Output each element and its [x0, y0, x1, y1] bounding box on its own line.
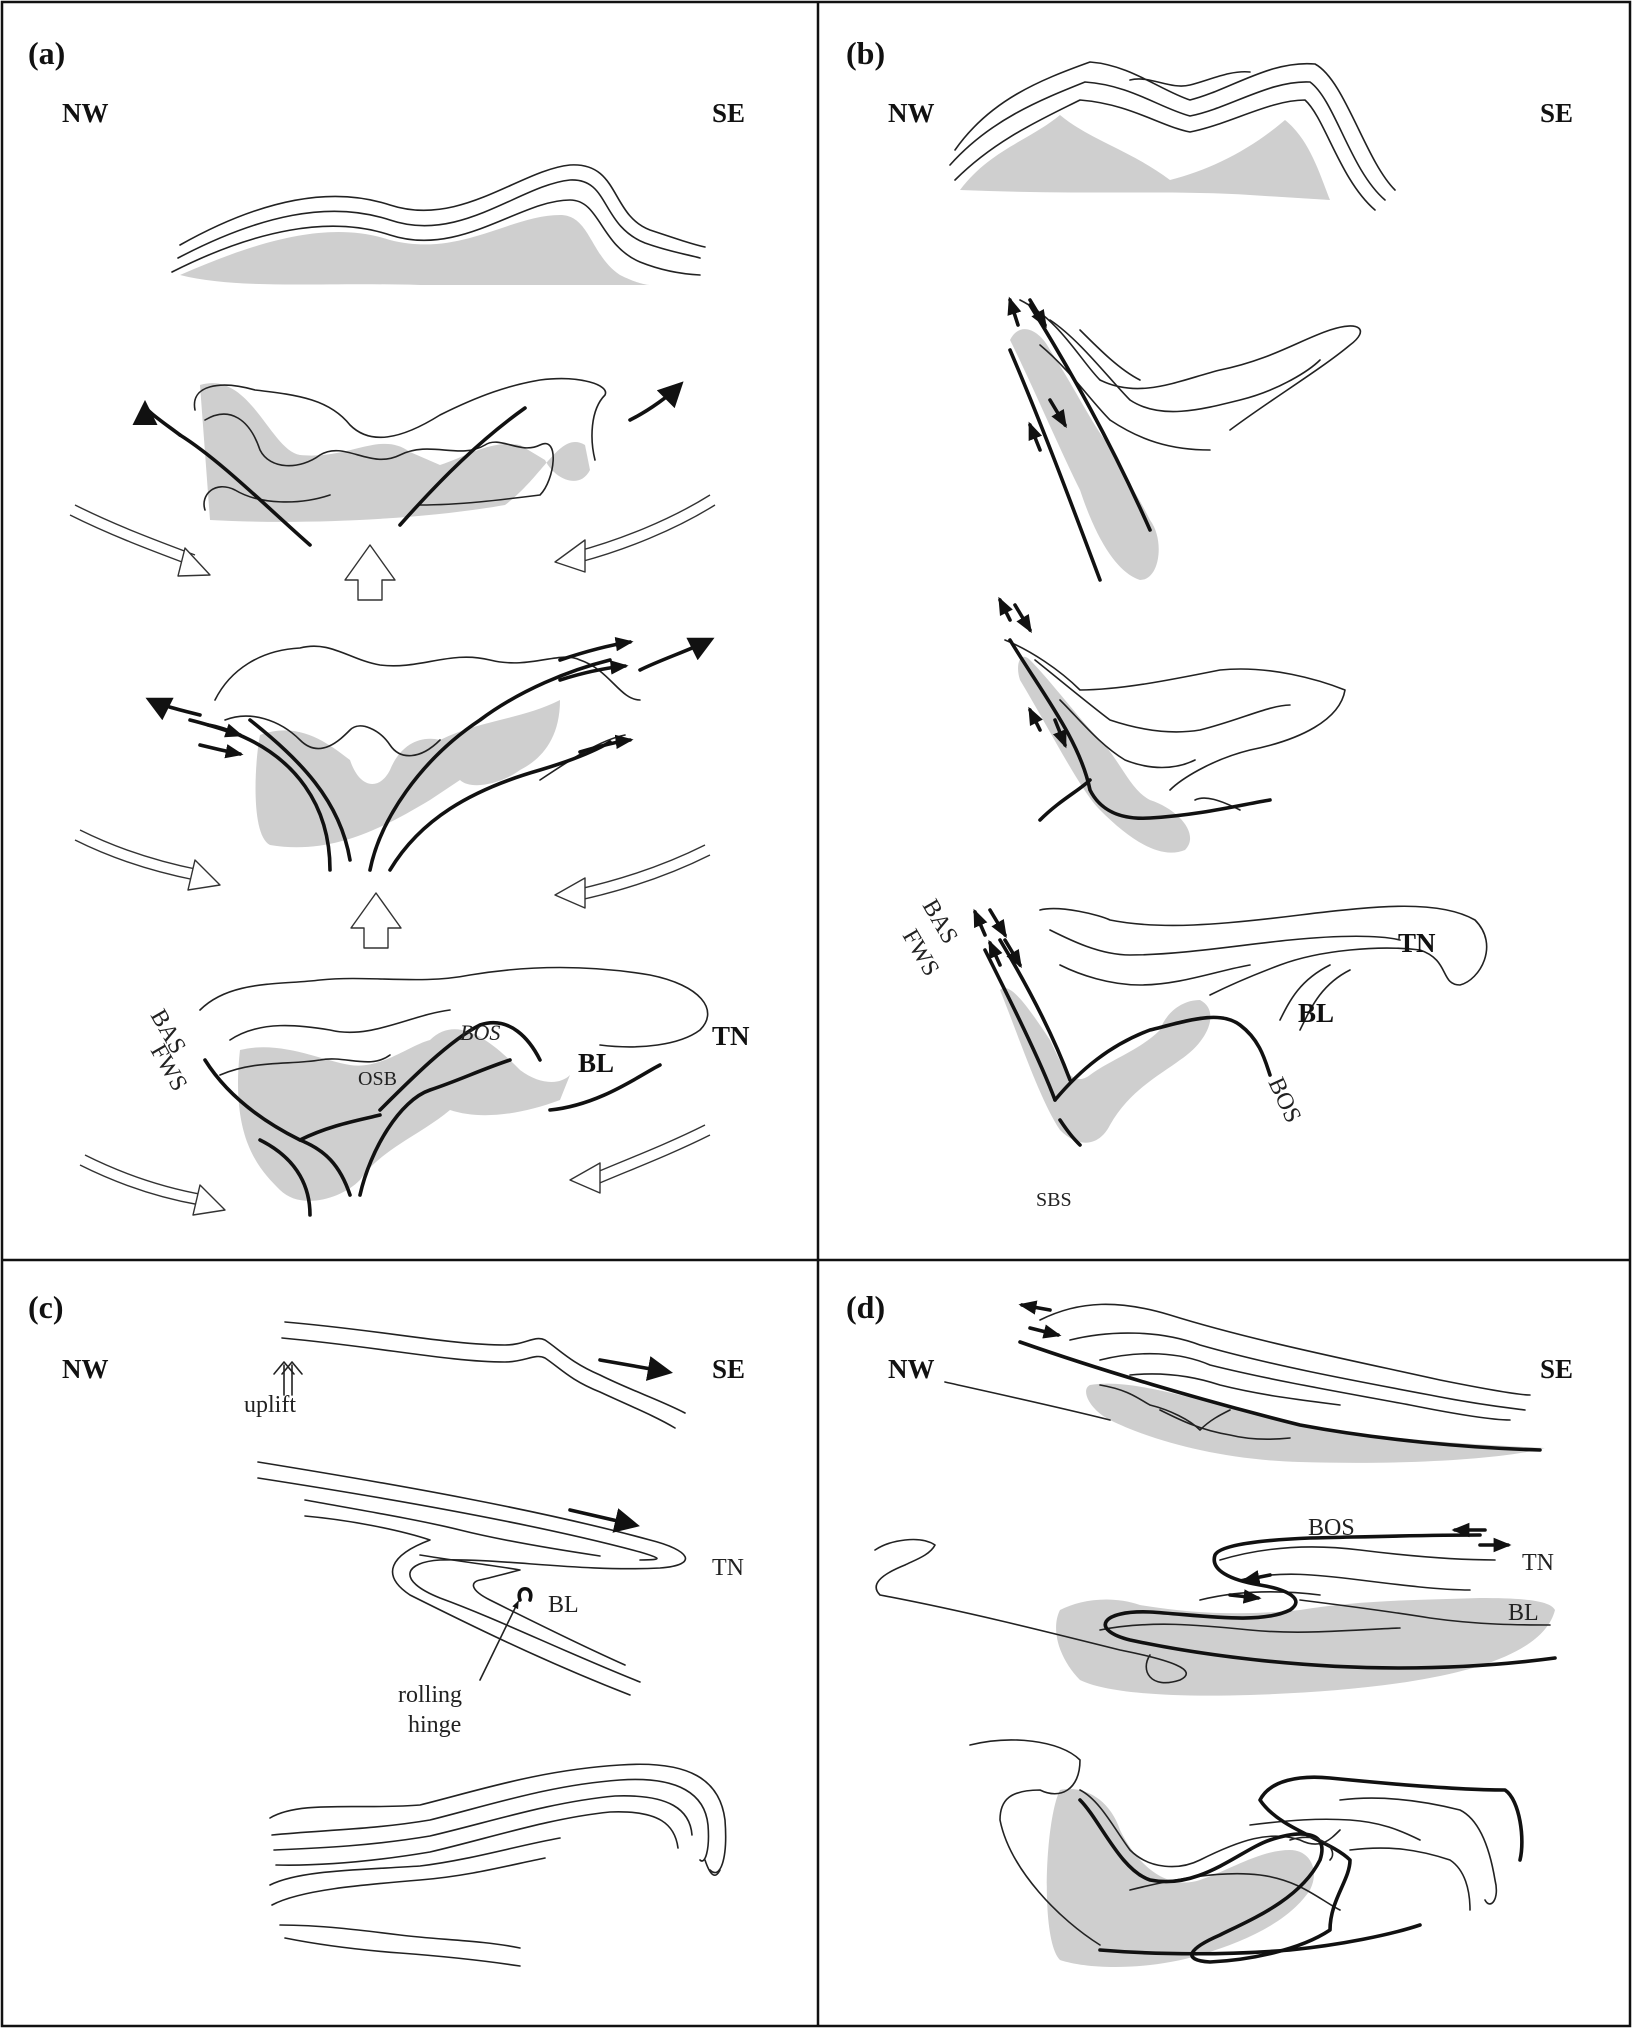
- panel-a-stage-3-fold: [75, 640, 710, 948]
- panel-a-label: (a): [28, 35, 65, 71]
- panel-c-bl-label: BL: [548, 1592, 579, 1618]
- panel-b: (b) NW SE: [846, 35, 1573, 1211]
- panel-d-bos-label: BOS: [1308, 1515, 1355, 1541]
- panel-d-stage-3-fold: [970, 1740, 1522, 1967]
- panel-d: (d) NW SE: [846, 1289, 1573, 1967]
- panel-a-nw: NW: [62, 98, 109, 128]
- panel-d-se: SE: [1540, 1354, 1573, 1384]
- panel-a-bos-label: BOS: [460, 1020, 500, 1045]
- panel-c: (c) NW SE uplift TN BL rolling hinge: [28, 1289, 745, 1966]
- panel-a-stage-2-fold: [70, 379, 715, 600]
- panel-a-tn-label: TN: [712, 1021, 750, 1051]
- panel-a-bl-label: BL: [578, 1048, 614, 1078]
- panel-b-tn-label: TN: [1398, 928, 1436, 958]
- panel-b-bos-label: BOS: [1263, 1074, 1306, 1127]
- panel-d-stage-2-fold: BOS TN BL: [875, 1515, 1555, 1696]
- panel-b-nw: NW: [888, 98, 935, 128]
- panel-d-label: (d): [846, 1289, 885, 1325]
- panel-b-stage-3-fold: [1000, 600, 1345, 853]
- panel-c-stage-3-layers: [270, 1764, 726, 1966]
- panel-b-stage-1-fold: [950, 62, 1395, 210]
- panel-c-stage-1-layers: uplift: [244, 1322, 685, 1428]
- panel-c-stage-2-layers: TN BL rolling hinge: [258, 1462, 744, 1738]
- panel-c-hinge-label: hinge: [408, 1712, 461, 1738]
- panel-b-bl-label: BL: [1298, 998, 1334, 1028]
- panel-c-se: SE: [712, 1354, 745, 1384]
- panel-a-stage-1-fold: [172, 165, 705, 285]
- panel-d-stage-1-fold: [945, 1304, 1545, 1463]
- panel-d-bl-label: BL: [1508, 1600, 1539, 1626]
- panel-b-sbs-label: SBS: [1036, 1189, 1072, 1211]
- panel-d-tn-label: TN: [1522, 1550, 1554, 1576]
- panel-a: (a) NW SE: [28, 35, 750, 1215]
- panel-c-rolling-label: rolling: [398, 1682, 462, 1708]
- panel-b-stage-4-fold: BAS FWS TN BL BOS SBS: [897, 895, 1487, 1211]
- panel-a-stage-4-fold: BAS FWS BOS OSB TN BL: [80, 968, 750, 1216]
- panel-c-uplift-label: uplift: [244, 1392, 296, 1418]
- panel-b-label: (b): [846, 35, 885, 71]
- panel-c-nw: NW: [62, 1354, 109, 1384]
- panel-b-stage-2-fold: [1010, 300, 1360, 580]
- panel-d-nw: NW: [888, 1354, 935, 1384]
- panel-b-se: SE: [1540, 98, 1573, 128]
- panel-a-se: SE: [712, 98, 745, 128]
- panel-c-tn-label: TN: [712, 1555, 744, 1581]
- panel-c-label: (c): [28, 1289, 64, 1325]
- panel-a-osb-label: OSB: [358, 1068, 397, 1090]
